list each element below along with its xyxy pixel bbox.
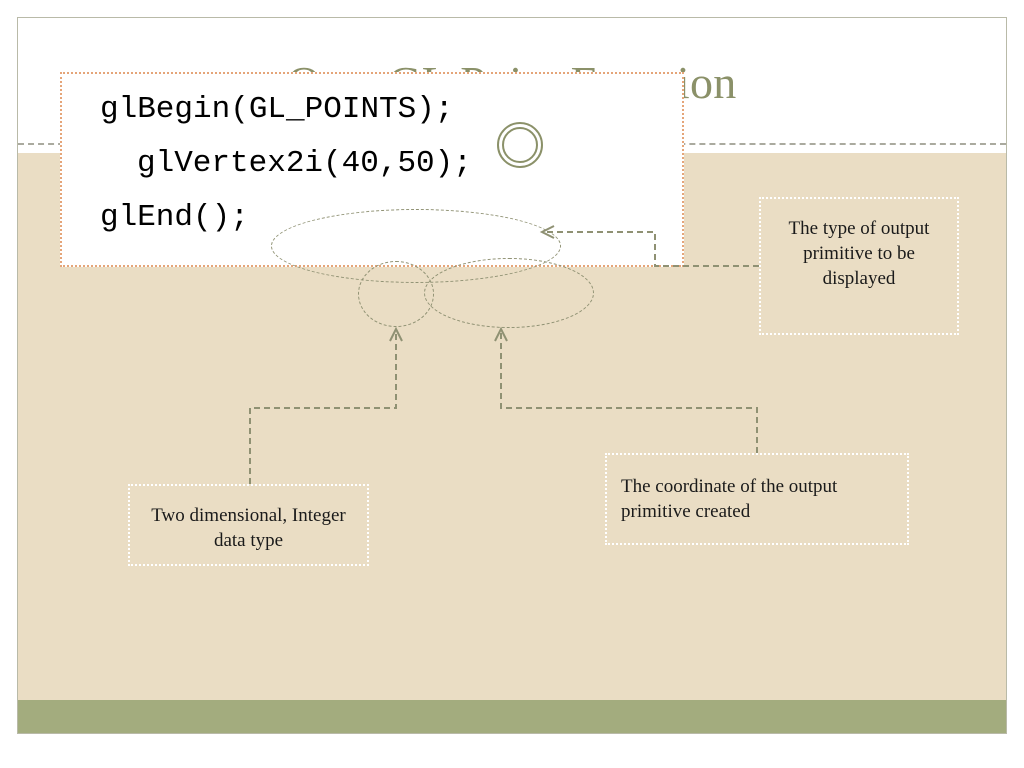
footer-bar	[18, 700, 1006, 733]
callout-coordinate-of-output-primitive: The coordinate of the output primitive c…	[605, 453, 909, 545]
callout-two-dimensional-integer-data-type: Two dimensional, Integer data type	[128, 484, 369, 566]
slide: OpenGL Point Function glBegin(GL_POINTS)…	[17, 17, 1007, 734]
double-ring-circle-icon	[489, 114, 553, 178]
code-line-glend: glEnd();	[100, 200, 249, 235]
ornament-outer-ring	[497, 122, 543, 168]
code-line-glbegin: glBegin(GL_POINTS);	[100, 92, 454, 127]
ornament-inner-ring	[502, 127, 538, 163]
code-line-glvertex2i: glVertex2i(40,50);	[137, 146, 472, 181]
callout-type-of-output-primitive: The type of output primitive to be displ…	[759, 197, 959, 335]
code-block: glBegin(GL_POINTS); glVertex2i(40,50); g…	[60, 72, 684, 267]
